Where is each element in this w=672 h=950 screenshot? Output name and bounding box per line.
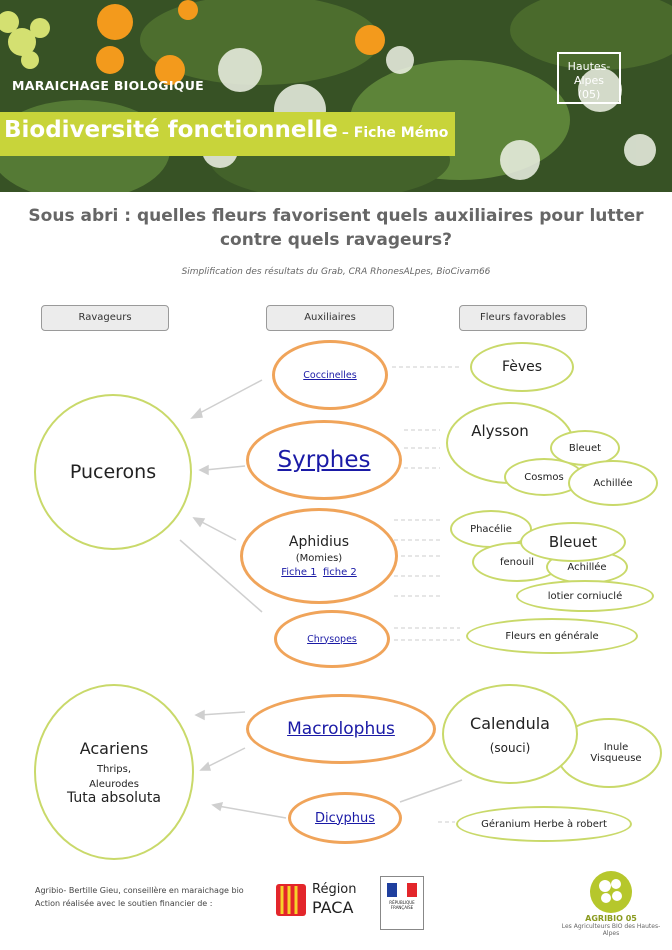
auxiliaire-chrysopes[interactable]: Chrysopes [274,610,390,668]
fiche1-link[interactable]: Fiche 1 [281,567,317,578]
macrolophus-link[interactable]: Macrolophus [287,719,395,739]
auxiliaire-syrphes[interactable]: Syrphes [246,420,402,500]
source-note: Simplification des résultats du Grab, CR… [181,267,491,277]
agribio-flower-icon [590,871,632,913]
calendula-label: Calendula [470,713,550,733]
fleur-achillee-1: Achillée [568,460,658,506]
region-badge: Hautes-Alpes (05) [557,52,621,104]
logo-flower-icon [0,11,50,69]
agribio-label: AGRIBIO 05 [585,914,637,923]
region-label: Région [312,882,357,897]
col-header-auxiliaires: Auxiliaires [266,305,394,331]
region-name: Hautes-Alpes [567,60,611,87]
fleur-feves: Fèves [470,342,574,392]
auxiliaire-aphidius: Aphidius (Momies) Fiche 1 fiche 2 [240,508,398,604]
fenouil-label: fenouil [499,556,535,568]
fleur-lotier: lotier corniuclé [516,580,654,612]
auxiliaire-dicyphus[interactable]: Dicyphus [288,792,402,844]
main-heading: Sous abri : quelles fleurs favorisent qu… [20,204,652,252]
syrphes-link[interactable]: Syrphes [277,447,371,473]
acariens-label: Acariens [79,738,149,758]
logo-agribio: AGRIBIO 05 Les Agriculteurs BIO des Haut… [556,870,666,940]
chrysopes-link[interactable]: Chrysopes [307,633,357,645]
coccinelles-link[interactable]: Coccinelles [303,369,357,381]
fiche-links: Fiche 1 fiche 2 [281,567,357,578]
alysson-label: Alysson [471,422,529,440]
logo-republique: RÉPUBLIQUE FRANÇAISE [380,876,424,930]
achillee2-label: Achillée [567,561,607,573]
cosmos-label: Cosmos [524,471,564,483]
tuta-label: Tuta absoluta [67,789,161,806]
arrow-aphidius [197,519,237,541]
arrow-calendula-dicyphus [399,779,463,803]
aphidius-label: Aphidius [288,534,350,550]
arrow-dicyphus [217,805,287,819]
bleuet2-label: Bleuet [548,533,598,551]
region-paca: PACA [312,898,354,917]
fleur-bleuet-2: Bleuet [520,522,626,562]
title-bar: Biodiversité fonctionnelle– Fiche Mémo [0,112,455,156]
region-code: (05) [577,88,601,101]
agribio-sub: Les Agriculteurs BIO des Hautes-Alpes [561,923,661,937]
heading-line1: Sous abri : quelles fleurs favorisent qu… [28,206,644,226]
logo-region-paca: Région PACA [276,880,376,920]
feves-label: Fèves [501,359,543,375]
auxiliaire-coccinelles[interactable]: Coccinelles [272,340,388,410]
title-sub: – Fiche Mémo [341,125,449,141]
fiche2-link[interactable]: fiche 2 [322,567,357,578]
fleurs-generale-label: Fleurs en générale [505,630,599,642]
momies-label: (Momies) [295,553,343,564]
pucerons-label: Pucerons [69,461,157,483]
inule-label: Inule [603,742,629,753]
footer-credits: Agribio- Bertille Gieu, conseillère en m… [35,884,244,910]
visqueuse-label: Visqueuse [590,753,642,764]
arrow-macrolophus-2 [204,747,246,769]
fleur-geranium: Géranium Herbe à robert [456,806,632,842]
achillee1-label: Achillée [593,477,633,489]
fleur-calendula: Calendula (souci) [442,684,578,784]
auxiliaire-macrolophus[interactable]: Macrolophus [246,694,436,764]
phacelie-label: Phacélie [470,523,512,535]
arrow-syrphes [204,465,246,471]
header-tag: MARAICHAGE BIOLOGIQUE [12,78,204,93]
footer-line1: Agribio- Bertille Gieu, conseillère en m… [35,886,244,895]
thrips-label: Thrips, [96,763,132,775]
ravageur-pucerons: Pucerons [34,394,192,550]
aleurodes-label: Aleurodes [89,778,139,790]
dicyphus-link[interactable]: Dicyphus [315,810,375,826]
ravageur-acariens: Acariens Thrips, Aleurodes Tuta absoluta [34,684,194,860]
arrow-chrysopes [179,539,263,613]
arrow-macrolophus [199,711,246,716]
lotier-label: lotier corniuclé [547,590,623,602]
geranium-label: Géranium Herbe à robert [481,818,607,830]
footer-line2: Action réalisée avec le soutien financie… [35,899,213,908]
heading-line2: contre quels ravageurs? [219,230,453,250]
souci-label: (souci) [489,740,531,755]
region-shield-icon [276,884,306,916]
col-header-fleurs: Fleurs favorables [459,305,587,331]
republique-label: RÉPUBLIQUE FRANÇAISE [389,900,415,910]
arrow-coccinelles [195,379,263,416]
bleuet1-label: Bleuet [568,442,602,454]
title-main: Biodiversité fonctionnelle [4,117,338,143]
fleur-generale: Fleurs en générale [466,618,638,654]
page-title: Biodiversité fonctionnelle– Fiche Mémo [4,117,448,143]
french-flag-icon [387,883,417,897]
col-header-ravageurs: Ravageurs [41,305,169,331]
